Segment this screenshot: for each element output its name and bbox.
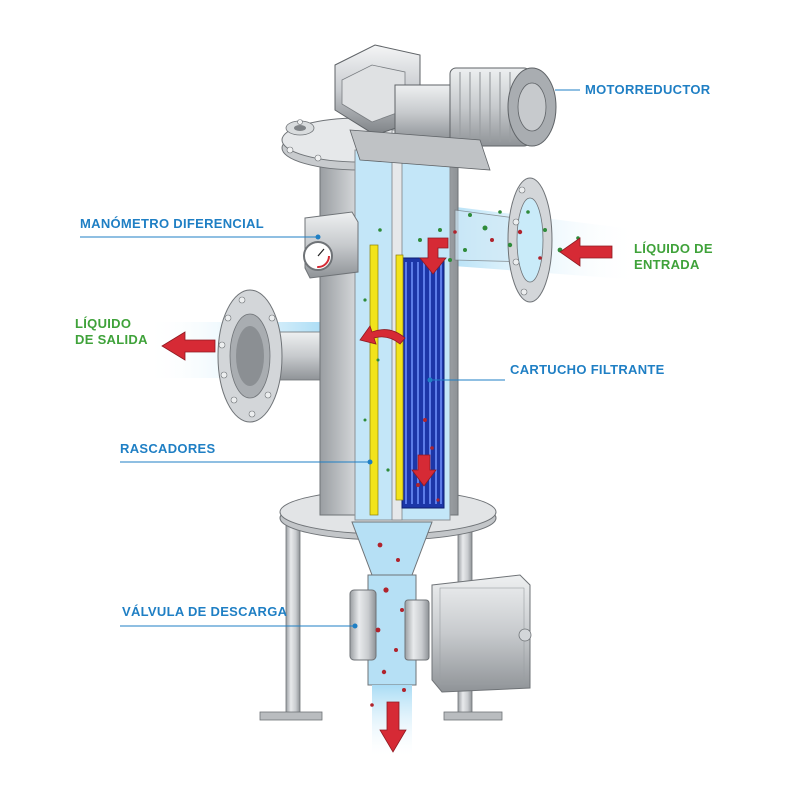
label-valvula-descarga: VÁLVULA DE DESCARGA (122, 604, 288, 619)
internal-arrow-curve (359, 325, 406, 345)
label-liquido-salida-line2: DE SALIDA (75, 332, 148, 347)
label-liquido-entrada-line1: LÍQUIDO DE (634, 241, 713, 256)
pressure-gauge (303, 211, 359, 279)
label-liquido-entrada: LÍQUIDO DE ENTRADA (634, 241, 713, 273)
internal-arrow-down (411, 454, 437, 487)
label-cartucho-filtrante: CARTUCHO FILTRANTE (510, 362, 665, 377)
flow-arrows (161, 237, 613, 753)
discharge-arrow (379, 701, 407, 753)
label-motorreductor: MOTORREDUCTOR (585, 82, 711, 97)
dirt-particles (363, 210, 597, 722)
leader-dots (315, 234, 433, 629)
internal-arrow-inlet (419, 237, 449, 275)
leader-lines (80, 89, 580, 627)
outlet-arrow (161, 331, 216, 361)
outlet-nozzle (217, 289, 331, 423)
motor-reducer (334, 44, 557, 171)
label-liquido-salida: LÍQUIDO DE SALIDA (75, 316, 148, 348)
scrapers (369, 244, 404, 516)
label-liquido-salida-line1: LÍQUIDO (75, 316, 132, 331)
inlet-arrow (559, 237, 613, 267)
label-liquido-entrada-line2: ENTRADA (634, 257, 700, 272)
label-rascadores: RASCADORES (120, 441, 216, 456)
label-manometro-diferencial: MANÓMETRO DIFERENCIAL (80, 216, 264, 231)
inlet-nozzle (454, 177, 553, 303)
discharge-valve (349, 574, 532, 693)
